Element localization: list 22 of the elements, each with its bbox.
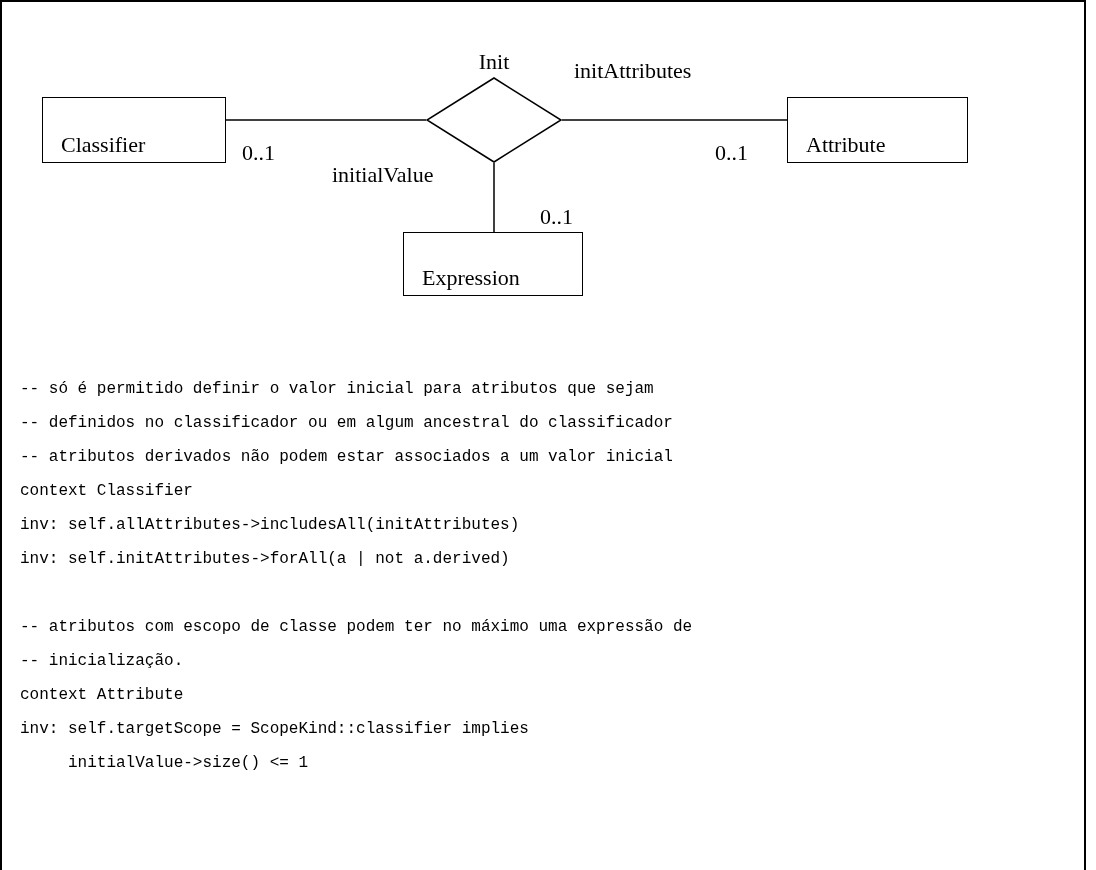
multiplicity-label: 0..1: [540, 204, 573, 230]
multiplicity-label: 0..1: [715, 140, 748, 166]
code-comment: -- atributos com escopo de classe podem ter no máximo uma expressão de: [20, 618, 693, 636]
code-line: initialValue->size() <= 1: [67, 754, 309, 772]
class-box: Classifier: [42, 97, 226, 163]
code-comment: -- só é permitido definir o valor inicial para atributos que sejam: [20, 380, 654, 398]
code-comment: -- definidos no classificador ou em algum ancestral do classificador: [20, 414, 673, 432]
class-box: Attribute: [787, 97, 968, 163]
role-name: initialValue: [332, 162, 434, 188]
class-box: Expression: [403, 232, 583, 296]
association-line: [561, 119, 788, 121]
code-comment: -- atributos derivados não podem estar associados a um valor inicial: [20, 448, 673, 466]
association-line: [225, 119, 427, 121]
role-name: initAttributes: [574, 58, 692, 84]
code-line: inv: self.targetScope = ScopeKind::classifier implies: [20, 720, 529, 738]
code-line: context Classifier: [20, 482, 193, 500]
association-name: Init: [477, 49, 511, 75]
code-line: inv: self.allAttributes->includesAll(initAttributes): [20, 516, 520, 534]
code-line: context Attribute: [20, 686, 184, 704]
code-comment: -- inicialização.: [20, 652, 184, 670]
code-line: inv: self.initAttributes->forAll(a | not a.derived): [20, 550, 510, 568]
multiplicity-label: 0..1: [242, 140, 275, 166]
